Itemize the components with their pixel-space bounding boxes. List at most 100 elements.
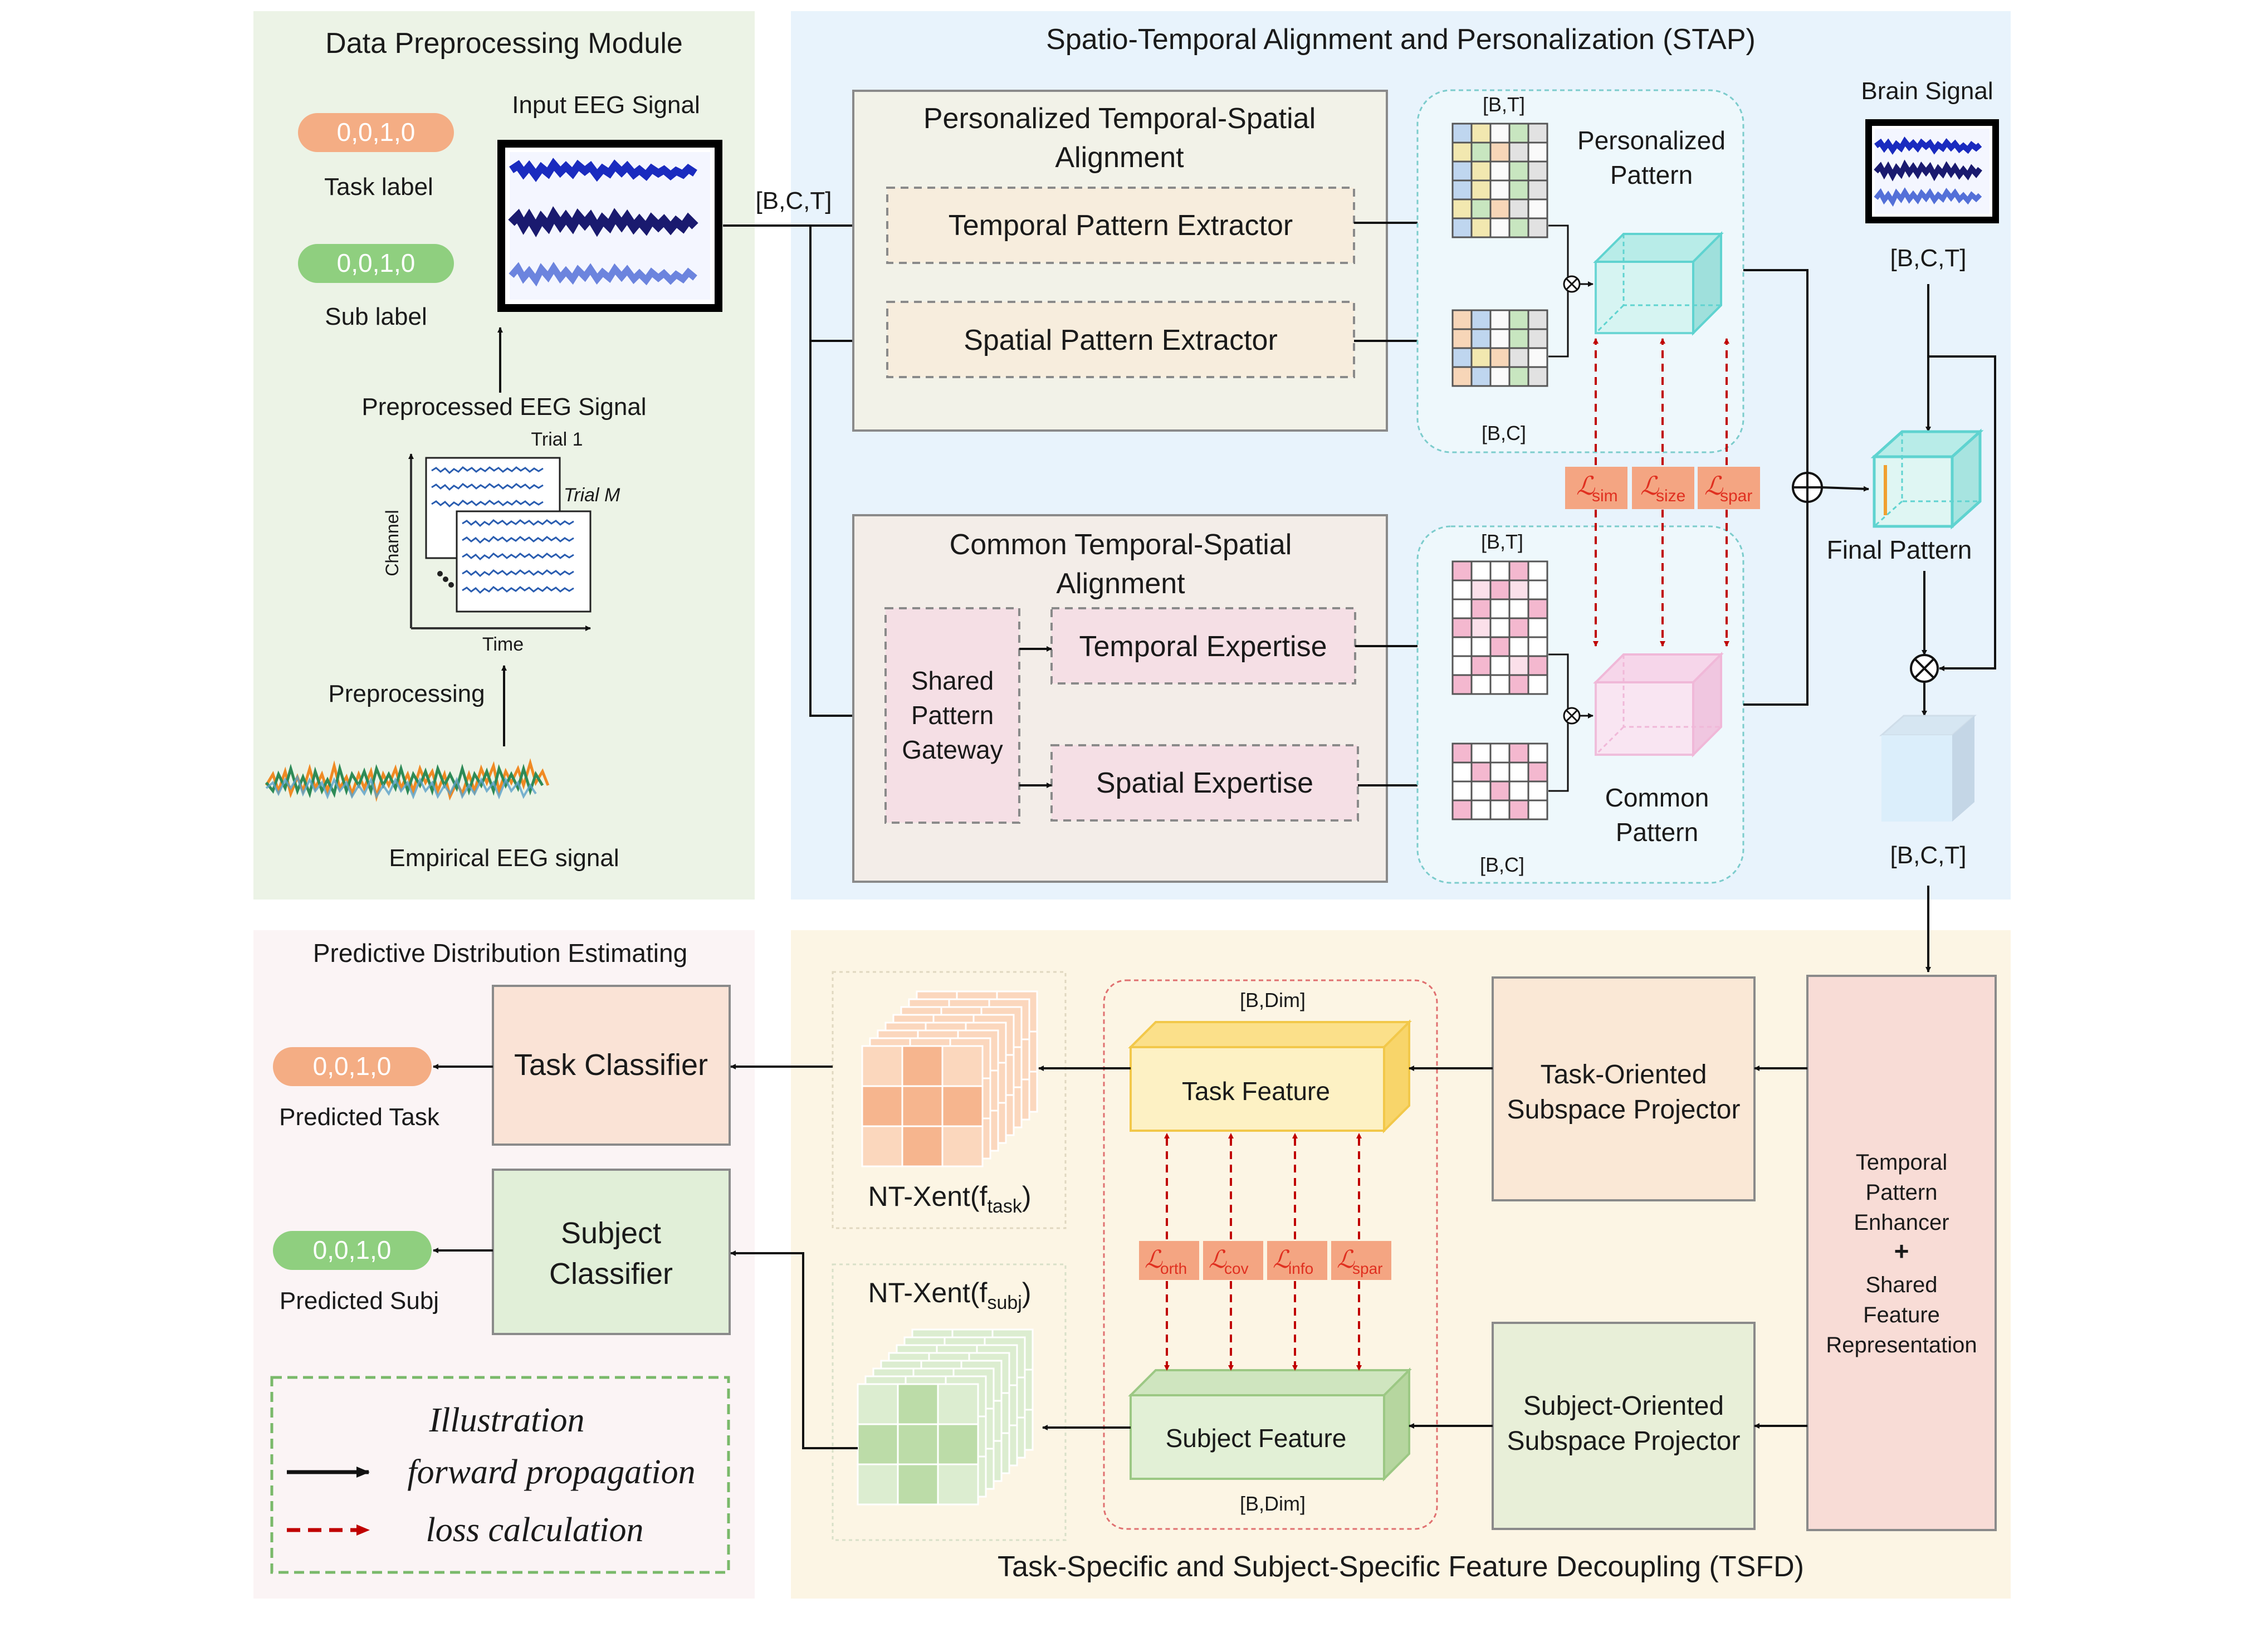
bdim-top-label: [B,Dim] <box>1240 989 1306 1011</box>
grid-cell <box>1527 636 1548 657</box>
ntxent-subj-to-classifier-arrow <box>730 1250 858 1449</box>
grid-cell <box>1470 123 1492 144</box>
enhancer-label-5: Feature <box>1863 1303 1940 1327</box>
common-pattern-label-1: Common <box>1605 783 1709 812</box>
cube-cell <box>941 1045 984 1087</box>
grid-cell <box>1508 617 1529 638</box>
cube-cell <box>937 1463 979 1506</box>
loss-spar2-box <box>1331 1241 1391 1280</box>
final-pattern-label: Final Pattern <box>1827 535 1972 564</box>
cube-cell <box>901 1045 944 1087</box>
gateway-label-1: Shared <box>911 666 994 695</box>
grid-cell <box>1489 761 1511 783</box>
grid-cell <box>1470 366 1492 387</box>
grid-cell <box>1527 179 1548 201</box>
grid-cell <box>1470 160 1492 182</box>
channel-axis-label: Channel <box>382 510 402 576</box>
grid-cell <box>1508 780 1529 802</box>
loss-orth-box <box>1139 1241 1199 1280</box>
common-pattern-cube <box>1593 652 1724 758</box>
cube-cell <box>897 1463 939 1506</box>
grid-cell <box>1470 742 1492 764</box>
grid-cell <box>1527 761 1548 783</box>
grid-cell <box>1508 160 1529 182</box>
task-projector-label-1: Task-Oriented <box>1541 1060 1707 1089</box>
grid-cell <box>1508 636 1529 657</box>
grid-cell <box>1508 328 1529 349</box>
ntxent-subj-group <box>832 1263 1067 1541</box>
brain-bct-label: [B,C,T] <box>1890 245 1967 272</box>
grid-cell <box>1508 742 1529 764</box>
grid-cell <box>1451 579 1473 600</box>
grid-cell <box>1470 761 1492 783</box>
common-pattern-label-2: Pattern <box>1616 818 1698 847</box>
grid-cell <box>1451 309 1473 330</box>
grid-cell <box>1508 655 1529 676</box>
cube-cell <box>861 1045 903 1087</box>
predicted-task-value: 0,0,1,0 <box>313 1052 392 1081</box>
cube-cell <box>941 1085 984 1127</box>
grid-cell <box>1451 347 1473 368</box>
grid-cell <box>1470 347 1492 368</box>
enhancer-label-2: Pattern <box>1866 1180 1938 1205</box>
loss-spar2-label: spar <box>1352 1260 1382 1277</box>
spatial-expertise-label: Spatial Expertise <box>1096 767 1313 799</box>
grid-cell <box>1489 799 1511 820</box>
loss-size-box <box>1632 467 1694 509</box>
grid-cell <box>1470 674 1492 695</box>
bc-bottom-label: [B,C] <box>1480 853 1524 876</box>
loss-cov-symbol: ℒ <box>1209 1246 1227 1273</box>
grid-cell <box>1489 579 1511 600</box>
grid-cell <box>1451 141 1473 163</box>
brain-bypass-line <box>1928 355 1996 671</box>
loss-info-symbol: ℒ <box>1273 1246 1291 1273</box>
grid-cell <box>1527 141 1548 163</box>
grid-cell <box>1470 579 1492 600</box>
grid-cell <box>1489 328 1511 349</box>
cube-cell <box>937 1383 979 1425</box>
grid-cell <box>1451 761 1473 783</box>
loss-sim-symbol: ℒ <box>1576 472 1595 500</box>
grid-cell <box>1470 598 1492 619</box>
predicted-subj-value: 0,0,1,0 <box>313 1235 392 1264</box>
grid-cell <box>1489 179 1511 201</box>
grid-cell <box>1527 160 1548 182</box>
grid-cell <box>1470 780 1492 802</box>
grid-cell <box>1451 617 1473 638</box>
grid-cell <box>1451 780 1473 802</box>
loss-spar-label: spar <box>1720 487 1752 505</box>
grid-cell <box>1508 198 1529 219</box>
predicted-task-label: Predicted Task <box>279 1103 440 1131</box>
personalized-pattern-cube <box>1593 231 1724 336</box>
grid-cell <box>1489 217 1511 238</box>
grid-cell <box>1470 309 1492 330</box>
grid-cell <box>1470 799 1492 820</box>
grid-cell <box>1470 141 1492 163</box>
bdim-bottom-label: [B,Dim] <box>1240 1492 1306 1515</box>
grid-cell <box>1451 123 1473 144</box>
common-alignment-title: Common Temporal-Spatial <box>950 529 1292 561</box>
ntxent-task-label: NT-Xent(ftask) <box>868 1181 1032 1217</box>
legend-forward-label: forward propagation <box>407 1453 695 1491</box>
input-main-line <box>723 224 886 719</box>
ntxent-task-group <box>832 971 1067 1229</box>
temporal-pattern-extractor-label: Temporal Pattern Extractor <box>949 209 1293 242</box>
predicted-task-pill <box>273 1047 432 1086</box>
grid-cell <box>1489 560 1511 581</box>
grid-cell <box>1451 560 1473 581</box>
loss-spar2-symbol: ℒ <box>1337 1246 1355 1273</box>
final-pattern-cube <box>1870 428 1984 530</box>
common-to-oplus-line <box>1743 502 1808 706</box>
subject-projector-box <box>1492 1322 1756 1530</box>
preprocessing-title: Data Preprocessing Module <box>325 27 683 60</box>
task-label-value: 0,0,1,0 <box>337 118 416 146</box>
grid-cell <box>1489 598 1511 619</box>
common-bc-grid <box>1451 742 1548 820</box>
grid-cell <box>1508 366 1529 387</box>
brain-signal-image <box>1865 119 1999 223</box>
legend-loss-label: loss calculation <box>426 1511 644 1549</box>
grid-cell <box>1489 141 1511 163</box>
grid-cell <box>1451 674 1473 695</box>
input-eeg-label: Input EEG Signal <box>512 91 700 119</box>
grid-cell <box>1508 141 1529 163</box>
